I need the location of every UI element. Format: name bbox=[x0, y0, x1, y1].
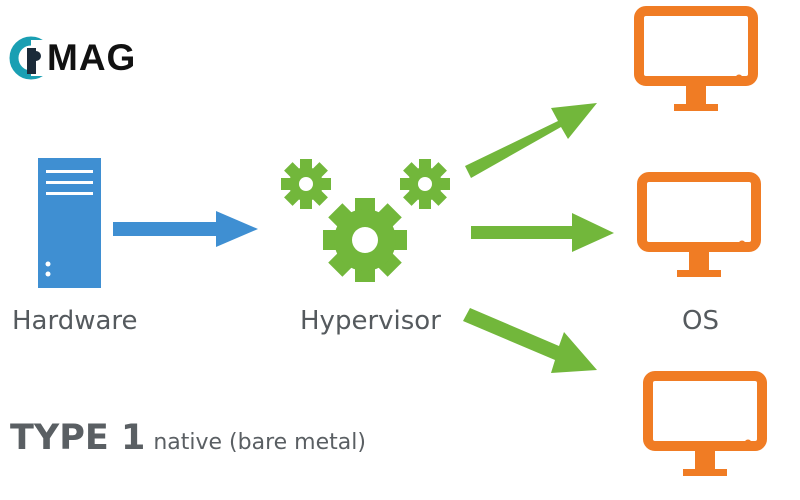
os-monitor-middle-icon bbox=[642, 177, 756, 277]
hypervisor-to-os-middle-arrow-icon bbox=[471, 213, 614, 252]
large-gear-icon bbox=[323, 198, 407, 282]
pc-logo-icon bbox=[9, 36, 53, 80]
hypervisor-to-os-bottom-arrow-icon bbox=[463, 308, 597, 373]
os-monitor-bottom-icon bbox=[648, 376, 762, 476]
os-monitor-top-icon bbox=[639, 11, 753, 111]
logo-text: MAG bbox=[47, 37, 137, 78]
os-label: OS bbox=[682, 306, 719, 336]
type-heading: TYPE 1 native (bare metal) bbox=[10, 418, 366, 458]
small-gear-left-icon bbox=[281, 159, 331, 209]
hypervisor-label: Hypervisor bbox=[300, 306, 441, 336]
small-gear-right-icon bbox=[400, 159, 450, 209]
type-title: TYPE 1 bbox=[10, 418, 146, 458]
hardware-label: Hardware bbox=[12, 306, 138, 336]
hardware-to-hypervisor-arrow-icon bbox=[113, 211, 258, 247]
type-subtitle: native (bare metal) bbox=[153, 430, 366, 455]
hypervisor-to-os-top-arrow-icon bbox=[465, 103, 597, 178]
server-icon bbox=[38, 158, 101, 288]
